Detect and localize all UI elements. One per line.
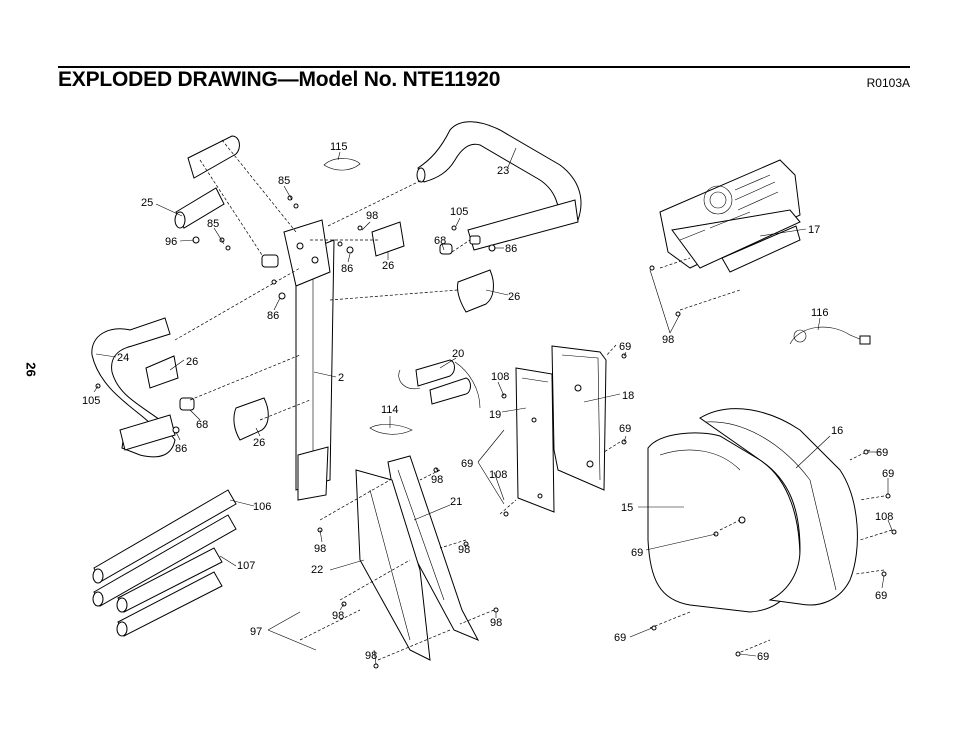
label-21: 21 (450, 496, 462, 508)
part-frame-22 (355, 469, 431, 661)
label-108c: 108 (875, 511, 893, 523)
label-96: 96 (165, 236, 177, 248)
label-98d: 98 (314, 543, 326, 555)
label-85b: 85 (207, 218, 219, 230)
part-grip-26c (145, 355, 179, 389)
label-98a: 98 (366, 210, 378, 222)
part-spacer-68 (179, 397, 195, 411)
label-16: 16 (831, 425, 843, 437)
label-86b: 86 (341, 263, 353, 275)
label-25: 25 (141, 197, 153, 209)
label-98b: 98 (662, 334, 674, 346)
part-grip-26a (371, 221, 405, 257)
part-wire-115 (323, 158, 361, 171)
label-17: 17 (808, 224, 820, 236)
label-22: 22 (311, 564, 323, 576)
label-68a: 68 (434, 235, 446, 247)
label-85a: 85 (278, 175, 290, 187)
label-2: 2 (338, 372, 344, 384)
label-15: 15 (621, 502, 633, 514)
leader-lines (93, 147, 893, 665)
part-labels: 115 23 85 25 98 105 96 85 68 86 86 26 26… (82, 141, 894, 663)
label-19: 19 (489, 409, 501, 421)
label-86d: 86 (175, 443, 187, 455)
label-86c: 86 (267, 310, 279, 322)
label-108b: 108 (489, 469, 507, 481)
label-115: 115 (330, 141, 348, 153)
label-69h: 69 (614, 632, 626, 644)
label-68b: 68 (196, 419, 208, 431)
label-86a: 86 (505, 243, 517, 255)
label-97: 97 (250, 626, 262, 638)
label-69a: 69 (619, 341, 631, 353)
part-upright (283, 219, 335, 501)
label-69i: 69 (757, 651, 769, 663)
label-26c: 26 (186, 356, 198, 368)
part-power-cord (789, 326, 871, 345)
label-69d: 69 (461, 458, 473, 470)
label-69c: 69 (876, 447, 888, 459)
label-98h: 98 (365, 650, 377, 662)
part-console (659, 159, 801, 273)
part-wire-114 (369, 424, 413, 435)
assembly-lines (174, 139, 893, 661)
label-114: 114 (381, 404, 399, 416)
label-26b: 26 (508, 291, 520, 303)
label-116: 116 (811, 307, 829, 319)
part-grip-25 (174, 135, 240, 229)
part-handlebar-upper (416, 121, 582, 251)
label-26a: 26 (382, 260, 394, 272)
label-105b: 105 (82, 395, 100, 407)
label-106: 106 (253, 501, 271, 513)
part-grip-26b (457, 269, 494, 313)
part-handlebar-lower (91, 317, 176, 458)
part-shroud-15 (647, 432, 801, 613)
part-panel-19 (515, 367, 555, 513)
part-tubes-106 (92, 489, 237, 607)
label-18: 18 (622, 390, 634, 402)
label-107: 107 (237, 560, 255, 572)
part-spacer (261, 254, 279, 268)
label-98f: 98 (332, 610, 344, 622)
label-98e: 98 (458, 544, 470, 556)
label-69f: 69 (631, 547, 643, 559)
part-panel-18 (551, 345, 607, 491)
drawing-code: R0103A (866, 76, 910, 90)
label-69e: 69 (882, 468, 894, 480)
label-98c: 98 (431, 474, 443, 486)
part-spacer (469, 235, 481, 245)
title-rule (58, 66, 910, 68)
part-wire-20 (398, 359, 481, 409)
page-title: EXPLODED DRAWING—Model No. NTE11920 (58, 68, 501, 91)
label-26d: 26 (253, 437, 265, 449)
label-20: 20 (452, 348, 464, 360)
label-24: 24 (117, 352, 129, 364)
label-98g: 98 (490, 617, 502, 629)
part-tubes-107 (116, 547, 223, 637)
part-shroud-16 (699, 408, 858, 606)
label-105a: 105 (450, 206, 468, 218)
label-108a: 108 (491, 371, 509, 383)
label-69b: 69 (619, 423, 631, 435)
label-69g: 69 (875, 590, 887, 602)
part-grip-26d (233, 397, 269, 441)
label-23: 23 (497, 165, 509, 177)
